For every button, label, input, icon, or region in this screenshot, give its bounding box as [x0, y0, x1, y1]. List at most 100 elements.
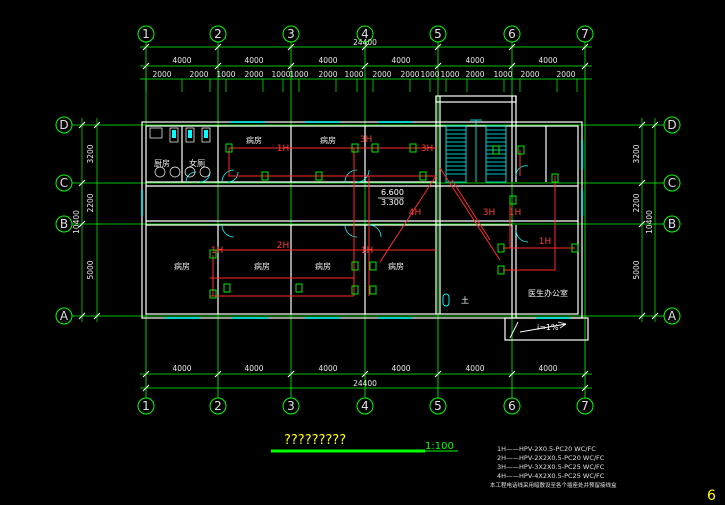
dim-total-bottom: 24400	[353, 379, 377, 388]
axis-label-col-3-bottom: 3	[287, 399, 295, 413]
slope-arrow	[509, 321, 567, 339]
axis-label-col-4-bottom: 4	[361, 399, 369, 413]
dim-bay-bottom: 4000	[391, 364, 410, 373]
dim-bay-bottom: 4000	[465, 364, 484, 373]
dim-sub-top: 2000	[400, 70, 419, 79]
phone-sockets	[209, 143, 579, 299]
phone-wiring	[210, 147, 575, 297]
legend-line: 4H——HPV-4X2X0.5-PC25 WC/FC	[497, 472, 605, 480]
wire-tag: 3H	[421, 144, 434, 154]
legend-line: 本工程电话线采用暗敷设至各个插座处并预留接线盒	[490, 481, 617, 489]
dim-left: 3200	[86, 144, 95, 163]
wire-tag: 4H	[409, 208, 422, 218]
wire-tag: 1H	[361, 246, 374, 256]
dim-right: 5000	[632, 260, 641, 279]
axis-bubbles	[55, 25, 681, 415]
dim-bay-top: 4000	[318, 56, 337, 65]
drawing-title: ?????????	[284, 433, 346, 448]
axis-label-row-b-right: B	[668, 217, 676, 231]
doors	[185, 165, 529, 243]
dim-sub-top: 1000	[440, 70, 459, 79]
windows	[141, 121, 583, 319]
wire-tag: 1H	[277, 144, 290, 154]
dim-sub-top: 2000	[556, 70, 575, 79]
dim-left-total: 10400	[72, 210, 81, 234]
dim-bay-top: 4000	[538, 56, 557, 65]
room-label-toilet: 女厕	[189, 158, 205, 168]
toilet-fixtures-cyan	[172, 130, 208, 138]
axis-label-row-a-left: A	[60, 309, 69, 323]
earth-label: 土	[461, 295, 469, 305]
dim-sub-top: 1000	[271, 70, 290, 79]
axis-label-row-c-right: C	[668, 176, 676, 190]
axis-label-col-5-top: 5	[434, 27, 442, 41]
dim-sub-top: 1000	[493, 70, 512, 79]
room-label-ward: 病房	[388, 261, 404, 271]
room-label-ward: 病房	[315, 261, 331, 271]
dim-sub-top: 1000	[420, 70, 439, 79]
dim-left: 2200	[86, 193, 95, 212]
dim-right-total: 10400	[645, 210, 654, 234]
page-number: 6	[707, 488, 716, 504]
axis-label-col-5-bottom: 5	[434, 399, 442, 413]
dim-sub-top: 1000	[216, 70, 235, 79]
axis-label-col-4-top: 4	[361, 27, 369, 41]
axis-label-col-1-bottom: 1	[142, 399, 150, 413]
axis-label-row-c-left: C	[60, 176, 68, 190]
axis-label-row-a-right: A	[668, 309, 677, 323]
wire-tag: 2H	[277, 241, 290, 251]
dim-sub-top: 2000	[244, 70, 263, 79]
dim-sub-top: 2000	[520, 70, 539, 79]
room-label-doctor-office: 医生办公室	[528, 288, 568, 298]
room-label-ward: 病房	[320, 135, 336, 145]
axis-label-col-7-top: 7	[581, 27, 589, 41]
legend-line: 3H——HPV-3X2X0.5-PC25 WC/FC	[497, 463, 605, 471]
room-label-ward: 病房	[254, 261, 270, 271]
dim-bay-bottom: 4000	[538, 364, 557, 373]
axis-label-col-3-top: 3	[287, 27, 295, 41]
legend-line: 1H——HPV-2X0.5-PC20 WC/FC	[497, 445, 596, 453]
legend-line: 2H——HPV-2X2X0.5-PC20 WC/FC	[497, 454, 605, 462]
ground-symbol	[442, 293, 450, 307]
dim-bay-top: 4000	[172, 56, 191, 65]
dim-bay-bottom: 4000	[318, 364, 337, 373]
axis-label-row-b-left: B	[60, 217, 68, 231]
room-label-kitchen: 厨房	[154, 158, 170, 168]
elevation-label: 6.600	[381, 188, 404, 197]
axis-label-row-d-right: D	[667, 118, 676, 132]
room-label-ward: 病房	[246, 135, 262, 145]
staircase	[445, 119, 507, 183]
dim-bay-bottom: 4000	[172, 364, 191, 373]
toilet-fixtures	[149, 127, 211, 178]
dim-bay-top: 4000	[391, 56, 410, 65]
axis-label-col-2-bottom: 2	[214, 399, 222, 413]
axis-label-col-6-bottom: 6	[508, 399, 516, 413]
dim-bay-top: 4000	[244, 56, 263, 65]
dim-total-top: 24400	[353, 38, 377, 47]
wire-tag: 1H	[509, 208, 522, 218]
dim-sub-top: 1000	[289, 70, 308, 79]
dim-sub-top: 2000	[465, 70, 484, 79]
dim-right: 2200	[632, 193, 641, 212]
axis-label-row-d-left: D	[59, 118, 68, 132]
axis-label-col-6-top: 6	[508, 27, 516, 41]
dim-bay-bottom: 4000	[244, 364, 263, 373]
dim-left: 5000	[86, 260, 95, 279]
axis-label-col-7-bottom: 7	[581, 399, 589, 413]
slope-label: i=1%	[537, 323, 559, 332]
dim-right: 3200	[632, 144, 641, 163]
dimension-ticks	[78, 43, 659, 392]
dim-sub-top: 2000	[372, 70, 391, 79]
dim-sub-top: 2000	[152, 70, 171, 79]
drawing-scale: 1:100	[425, 441, 454, 452]
wire-tag: 3H	[483, 208, 496, 218]
wire-tag: 1H	[539, 237, 552, 247]
dim-sub-top: 1000	[344, 70, 363, 79]
elevation-label: 3.300	[381, 198, 404, 207]
dim-bay-top: 4000	[465, 56, 484, 65]
wire-tag: 3H	[360, 135, 373, 145]
room-label-ward: 病房	[174, 261, 190, 271]
dimension-lines	[81, 46, 656, 389]
dim-sub-top: 2000	[318, 70, 337, 79]
